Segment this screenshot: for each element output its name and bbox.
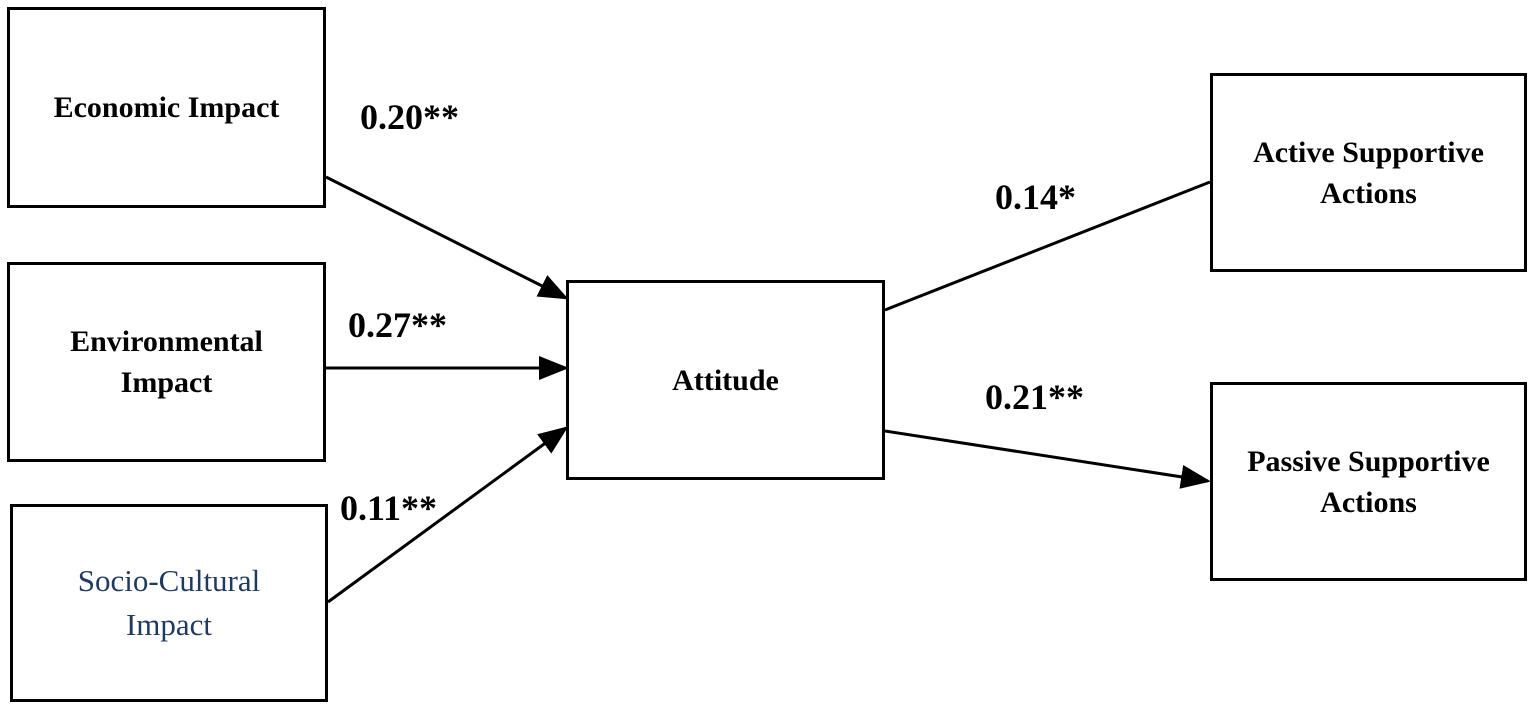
active-supportive-actions-box: Active Supportive Actions (1210, 73, 1527, 272)
socio-cultural-impact-label: Socio-Cultural Impact (77, 563, 261, 642)
line-attitude-to-active (884, 180, 1211, 312)
environmental-impact-label: Environmental Impact (70, 325, 263, 399)
coefficient-socio-cultural-to-attitude: 0.11** (340, 488, 438, 528)
coefficient-environmental-to-attitude: 0.27** (348, 305, 447, 345)
attitude-label: Attitude (672, 363, 779, 397)
arrow-economic-to-attitude (325, 175, 569, 300)
arrow-socio-cultural-to-attitude (327, 426, 569, 604)
passive-supportive-actions-box: Passive Supportive Actions (1210, 382, 1527, 581)
attitude-box: Attitude (566, 280, 885, 480)
coefficient-attitude-to-passive: 0.21** (985, 377, 1084, 417)
economic-impact-box: Economic Impact (7, 7, 326, 208)
arrow-attitude-to-passive (884, 429, 1211, 489)
active-supportive-actions-label: Active Supportive Actions (1253, 135, 1484, 210)
environmental-impact-box: Environmental Impact (7, 262, 326, 462)
socio-cultural-impact-box: Socio-Cultural Impact (10, 504, 328, 702)
passive-supportive-actions-label: Passive Supportive Actions (1247, 444, 1490, 519)
economic-impact-label: Economic Impact (53, 91, 280, 124)
coefficient-attitude-to-active: 0.14* (995, 177, 1076, 217)
coefficient-economic-to-attitude: 0.20** (360, 97, 459, 137)
